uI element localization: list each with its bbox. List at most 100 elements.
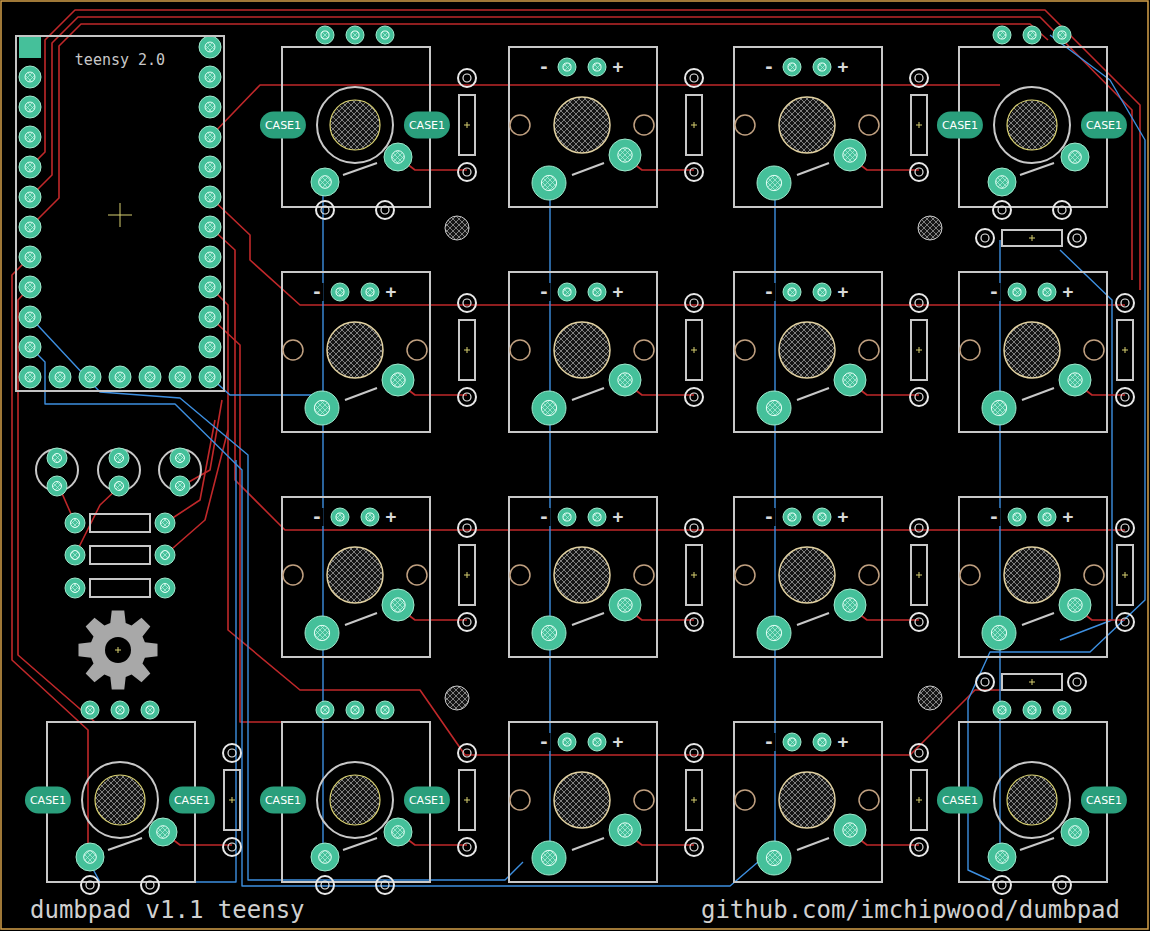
diode-body <box>459 95 475 155</box>
pad-drill <box>176 454 185 463</box>
diode-body <box>1002 674 1062 690</box>
copper-pad <box>170 448 190 468</box>
silk-line <box>343 163 377 175</box>
via-drill <box>1121 299 1129 307</box>
copper-pad <box>1059 364 1091 396</box>
via-pad <box>458 613 476 631</box>
switch-center <box>1004 322 1060 378</box>
via-pad <box>910 613 928 631</box>
diode-body <box>459 320 475 380</box>
pad-drill <box>998 706 1006 714</box>
polarity-mark: + <box>837 58 850 76</box>
copper-pad <box>47 476 67 496</box>
copper-pad <box>558 733 576 751</box>
copper-pad <box>609 814 641 846</box>
pad-drill <box>391 598 405 612</box>
pad-drill <box>321 706 329 714</box>
copper-pad <box>1038 283 1056 301</box>
diode-body <box>911 320 927 380</box>
encoder-knob <box>994 87 1070 163</box>
pad-drill <box>818 738 826 746</box>
diode-body <box>459 770 475 830</box>
via-pad <box>316 876 334 894</box>
module-label: teensy 2.0 <box>17 37 223 69</box>
pad-drill <box>321 31 329 39</box>
copper-pad <box>376 26 394 44</box>
via-drill <box>915 749 923 757</box>
copper-pad <box>1008 283 1026 301</box>
silk-line <box>572 838 604 850</box>
top-trace <box>12 257 88 860</box>
mount-hole <box>859 340 879 360</box>
center-mark <box>115 647 121 653</box>
diode-mark <box>1029 235 1035 241</box>
copper-pad <box>199 366 221 388</box>
diode-mark <box>464 797 470 803</box>
via-drill <box>86 881 94 889</box>
pad-drill <box>319 851 332 864</box>
via-drill <box>321 206 329 214</box>
pad-drill <box>788 738 796 746</box>
pad-drill <box>205 192 215 202</box>
key-outline <box>734 497 882 657</box>
pad-drill <box>541 850 556 865</box>
copper-pad <box>783 58 801 76</box>
mount-hole <box>283 340 303 360</box>
via-pad <box>376 876 394 894</box>
copper-pad <box>65 578 85 598</box>
via-pad <box>910 69 928 87</box>
pad-drill <box>84 851 97 864</box>
via-pad <box>458 294 476 312</box>
mount-hole <box>859 115 879 135</box>
pad-drill <box>366 288 374 296</box>
encoder-shaft <box>1007 775 1057 825</box>
via-drill <box>1121 524 1129 532</box>
via-pad <box>1068 229 1086 247</box>
encoder-knob <box>994 762 1070 838</box>
pad-drill <box>843 598 857 612</box>
copper-pad <box>376 701 394 719</box>
polarity-mark: + <box>612 733 625 751</box>
copper-pad <box>109 448 129 468</box>
mount-hole <box>634 340 654 360</box>
polarity-mark: - <box>763 733 776 751</box>
via-pad <box>685 519 703 537</box>
copper-pad <box>783 283 801 301</box>
via-pad <box>910 388 928 406</box>
via-drill <box>1058 881 1066 889</box>
via-drill <box>981 678 989 686</box>
pad-name: CASE1 <box>25 787 71 814</box>
diode-mark <box>1122 347 1128 353</box>
copper-pad <box>65 545 85 565</box>
pad-drill <box>1028 706 1036 714</box>
via-drill <box>915 299 923 307</box>
bottom-trace <box>30 347 758 886</box>
copper-pad <box>81 701 99 719</box>
via-pad <box>685 838 703 856</box>
via-pad <box>81 876 99 894</box>
diode-mark <box>464 347 470 353</box>
silkscreen-layer <box>36 47 1133 882</box>
copper-pad <box>199 276 221 298</box>
copper-pad <box>1053 701 1071 719</box>
encoder-knob <box>317 762 393 838</box>
pad-drill <box>25 72 35 82</box>
via-drill <box>915 393 923 401</box>
key-outline <box>282 272 430 432</box>
copper-pad <box>982 616 1016 650</box>
copper-pad <box>609 364 641 396</box>
copper-pad <box>19 276 41 298</box>
mount-hole <box>735 340 755 360</box>
polarity-mark: + <box>837 283 850 301</box>
diode-body <box>686 320 702 380</box>
via-drill <box>690 393 698 401</box>
diode-mark <box>1029 679 1035 685</box>
copper-pad <box>19 336 41 358</box>
via-pad <box>1053 876 1071 894</box>
diode-mark <box>916 572 922 578</box>
polarity-mark: - <box>538 58 551 76</box>
copper-pad <box>149 818 177 846</box>
key-outline <box>734 47 882 207</box>
silk-line <box>1022 388 1054 400</box>
silk-line <box>797 838 829 850</box>
